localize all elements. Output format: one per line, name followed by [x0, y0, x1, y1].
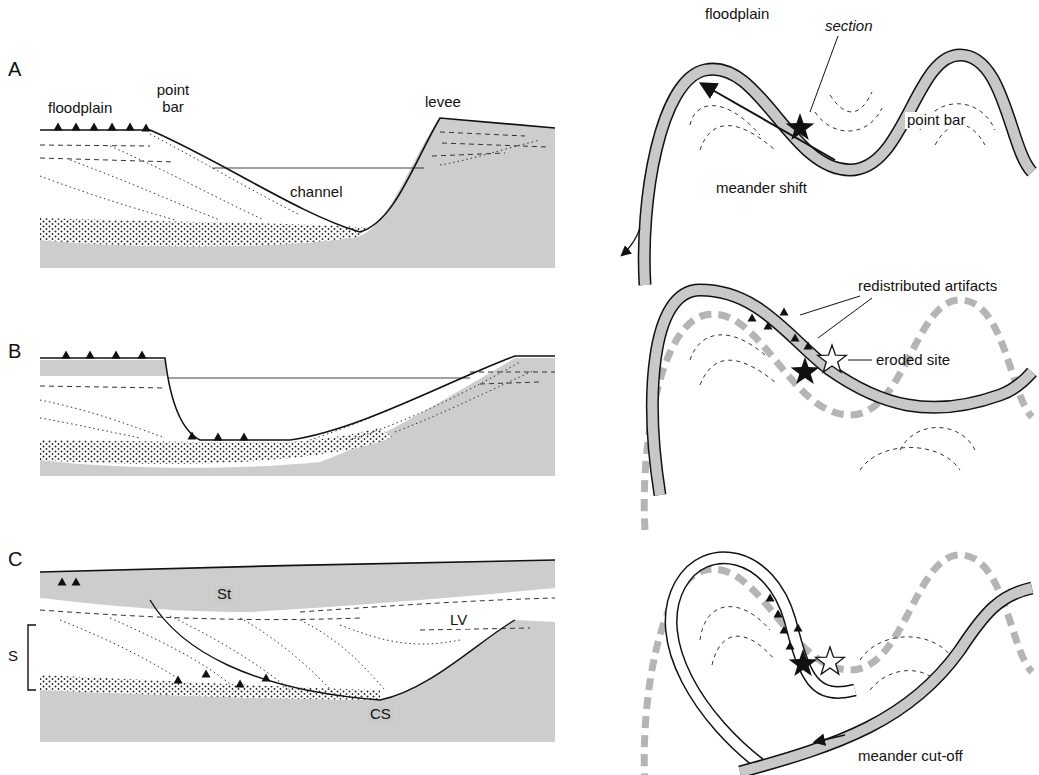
section-c [28, 560, 555, 742]
plan-c [644, 555, 1032, 775]
feature-label: meander shift [716, 180, 807, 197]
feature-label: floodplain [48, 100, 112, 117]
feature-label: levee [425, 94, 461, 111]
section-a [40, 118, 555, 268]
feature-label: eroded site [876, 352, 950, 369]
panel-letter: B [8, 340, 21, 362]
stratum-label: St [215, 586, 233, 603]
panel-letter: A [8, 58, 21, 80]
panel-letter: C [8, 548, 22, 570]
feature-label: floodplain [705, 6, 769, 23]
feature-label: point bar [150, 82, 196, 115]
stratum-label: LV [448, 612, 469, 629]
feature-label: point bar [905, 112, 967, 129]
feature-label: meander cut-off [858, 748, 963, 765]
feature-label: redistributed artifacts [858, 278, 997, 295]
feature-label: channel [290, 184, 343, 201]
section-b [40, 351, 555, 477]
plan-a [622, 36, 1032, 285]
stratum-label: CS [368, 706, 393, 723]
plan-b [644, 290, 1032, 530]
bracket-label: S [8, 648, 18, 665]
feature-label: section [825, 18, 873, 35]
